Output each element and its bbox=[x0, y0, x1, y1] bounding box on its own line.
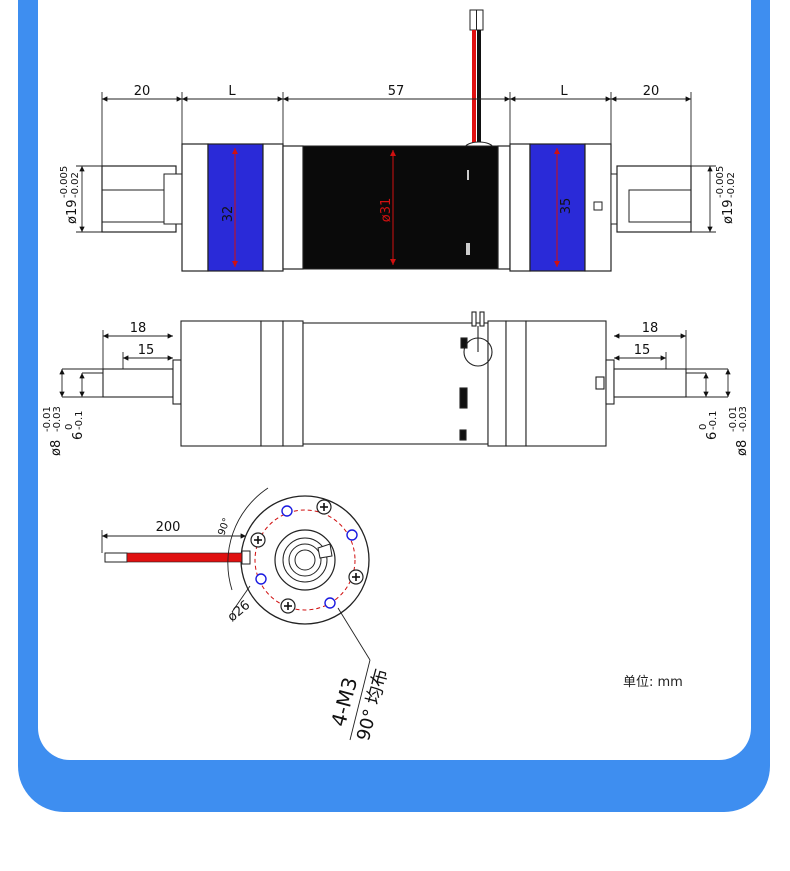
gear-left-dia-label: 32 bbox=[221, 206, 236, 223]
end-view bbox=[101, 487, 371, 741]
dim-gear-right: L bbox=[560, 84, 568, 99]
gear-right-dia-label: 35 bbox=[559, 198, 574, 215]
right-tol-b-main: 6 bbox=[705, 432, 720, 440]
left-tol-a-lower: -0.03 bbox=[52, 406, 63, 432]
right-tol-a-lower: -0.03 bbox=[738, 406, 749, 432]
dim-shaft-left: 20 bbox=[134, 84, 151, 99]
left-tol-a-upper: -0.01 bbox=[42, 406, 53, 432]
tol-left-lower: -0.02 bbox=[70, 172, 81, 198]
dim-right-18: 18 bbox=[642, 321, 659, 336]
tol-right-main: ø19 bbox=[721, 200, 736, 225]
wire-length-label: 200 bbox=[156, 520, 181, 535]
left-tol-b-upper: 0 bbox=[64, 424, 75, 430]
dim-gear-left: L bbox=[228, 84, 236, 99]
angle-label: 90° bbox=[216, 517, 232, 537]
side-view bbox=[102, 311, 687, 447]
left-tol-b-main: 6 bbox=[71, 432, 86, 440]
unit-label: 单位: mm bbox=[623, 675, 683, 690]
dim-left-15: 15 bbox=[138, 343, 155, 358]
tol-left-main: ø19 bbox=[65, 200, 80, 225]
dim-right-15: 15 bbox=[634, 343, 651, 358]
motor-body bbox=[302, 145, 499, 270]
dim-shaft-right: 20 bbox=[643, 84, 660, 99]
tol-right-lower: -0.02 bbox=[726, 172, 737, 198]
tol-left-upper: -0.005 bbox=[59, 166, 70, 198]
left-tol-a-main: ø8 bbox=[49, 440, 64, 456]
right-tol-a-main: ø8 bbox=[735, 440, 750, 456]
side-view-dims bbox=[59, 330, 731, 398]
left-tol-b-lower: -0.1 bbox=[74, 410, 85, 430]
right-tol-a-upper: -0.01 bbox=[728, 406, 739, 432]
pcd-label: ø26 bbox=[225, 598, 253, 625]
top-view: 32 ø31 35 20 L 57 L 20 ø19 -0.005 bbox=[59, 9, 737, 272]
tol-right-upper: -0.005 bbox=[715, 166, 726, 198]
right-tol-b-lower: -0.1 bbox=[708, 410, 719, 430]
dim-left-18: 18 bbox=[130, 321, 147, 336]
motor-dia-label: ø31 bbox=[379, 198, 394, 223]
right-tol-b-upper: 0 bbox=[698, 424, 709, 430]
dim-motor: 57 bbox=[388, 84, 405, 99]
